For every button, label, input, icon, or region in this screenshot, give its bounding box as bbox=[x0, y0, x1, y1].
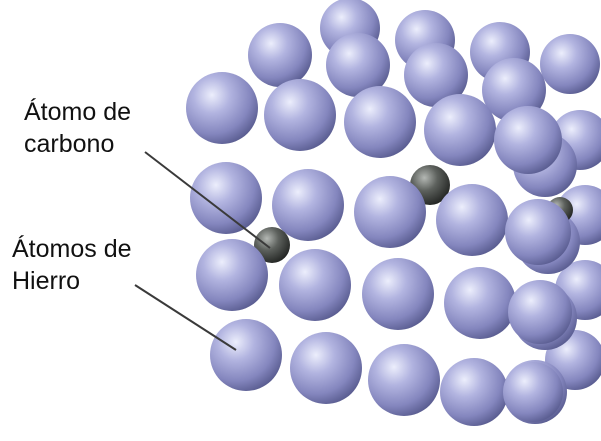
iron-label-line-2: Hierro bbox=[12, 265, 132, 297]
iron-atom bbox=[279, 249, 351, 321]
iron-atom bbox=[272, 169, 344, 241]
iron-atom bbox=[440, 358, 508, 426]
iron-atom bbox=[436, 184, 508, 256]
iron-atom bbox=[186, 72, 258, 144]
iron-atom bbox=[362, 258, 434, 330]
iron-atom bbox=[540, 34, 600, 94]
iron-atom bbox=[196, 239, 268, 311]
iron-atom bbox=[248, 23, 312, 87]
iron-atom bbox=[503, 362, 563, 422]
iron-atom bbox=[505, 199, 571, 265]
iron-atom bbox=[424, 94, 496, 166]
carbon-atom-label: Átomo de carbono bbox=[24, 96, 131, 160]
iron-atom bbox=[368, 344, 440, 416]
carbon-label-line-1: Átomo de bbox=[24, 96, 131, 128]
iron-label-line-1: Átomos de bbox=[12, 233, 132, 265]
carbon-label-line-2: carbono bbox=[24, 128, 131, 160]
iron-atom bbox=[508, 280, 572, 344]
iron-atom bbox=[354, 176, 426, 248]
iron-atom bbox=[190, 162, 262, 234]
iron-atom bbox=[290, 332, 362, 404]
iron-atom bbox=[444, 267, 516, 339]
iron-atom bbox=[210, 319, 282, 391]
iron-atom bbox=[344, 86, 416, 158]
iron-atoms-label: Átomos de Hierro bbox=[12, 233, 132, 297]
iron-atom bbox=[494, 106, 562, 174]
iron-atom bbox=[264, 79, 336, 151]
